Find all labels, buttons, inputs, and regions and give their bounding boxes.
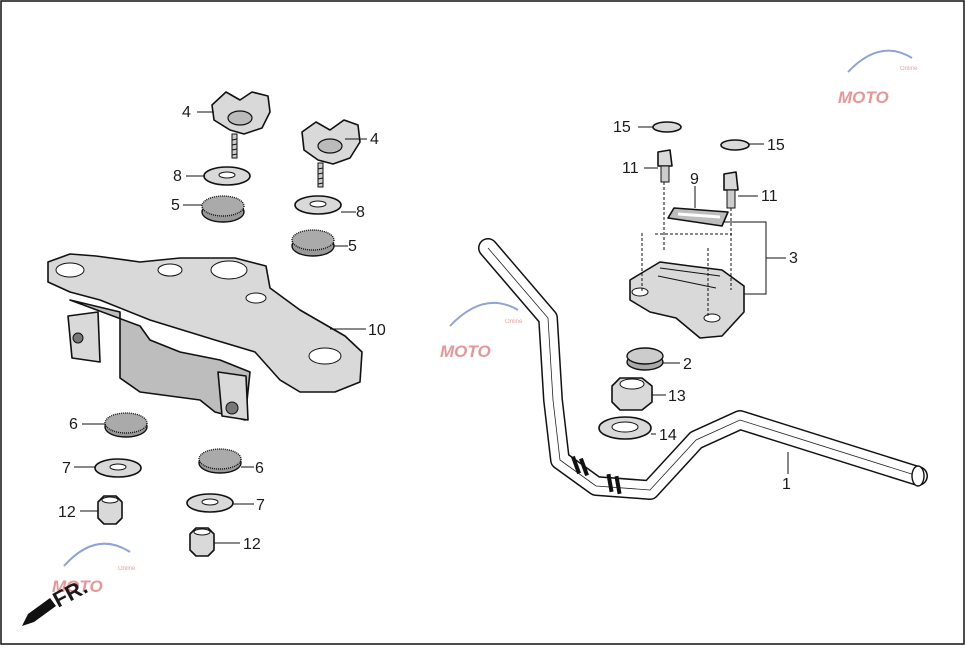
rubber-bushing-5-upper — [201, 195, 245, 223]
label-11: 11 — [622, 160, 639, 177]
label-4: 4 — [370, 131, 379, 148]
upper-holder-3 — [629, 261, 745, 339]
washer-8-upper — [203, 166, 251, 186]
svg-text:Online: Online — [900, 66, 918, 72]
bolt-11-right — [723, 171, 739, 209]
label-5: 5 — [348, 238, 357, 255]
washer-8-lower — [294, 195, 342, 215]
svg-text:Online: Online — [505, 319, 523, 325]
part-labels: 4 4 8 8 5 5 10 6 6 7 7 12 12 15 15 11 11… — [58, 104, 798, 553]
label-11: 11 — [761, 188, 778, 205]
svg-text:Online: Online — [118, 566, 136, 572]
handlebar-holder-upper — [211, 91, 271, 159]
cap-plate-9 — [667, 207, 729, 227]
label-14: 14 — [659, 427, 677, 444]
rubber-bushing-5-lower — [291, 229, 335, 257]
handlebar-1 — [478, 238, 928, 500]
nut-12-lower — [189, 527, 215, 557]
washer-14 — [598, 416, 652, 440]
label-7: 7 — [62, 460, 71, 477]
handlebar-holder-lower — [301, 119, 361, 188]
clip-15-left — [652, 121, 682, 133]
nut-13 — [611, 377, 653, 411]
svg-text:MOTO: MOTO — [440, 342, 491, 361]
label-1: 1 — [782, 476, 791, 493]
clip-15-right — [720, 139, 750, 151]
label-2: 2 — [683, 356, 692, 373]
rubber-bushing-6-lower — [198, 448, 242, 474]
nut-12-upper — [97, 495, 123, 525]
label-6: 6 — [255, 460, 264, 477]
washer-7-lower — [186, 493, 234, 513]
leader-lines — [74, 111, 789, 544]
label-9: 9 — [690, 171, 699, 188]
label-8: 8 — [356, 204, 365, 221]
watermark-logo: MOTO Online — [838, 49, 918, 107]
bolt-11-left — [657, 149, 673, 183]
label-13: 13 — [668, 388, 686, 405]
label-4: 4 — [182, 104, 191, 121]
label-7: 7 — [256, 497, 265, 514]
label-3: 3 — [789, 250, 798, 267]
rubber-bushing-6-upper — [104, 412, 148, 438]
watermark-logo: MOTO Online — [440, 301, 523, 361]
label-5: 5 — [171, 197, 180, 214]
label-12: 12 — [243, 536, 261, 553]
cap-2 — [626, 347, 664, 371]
label-6: 6 — [69, 416, 78, 433]
label-10: 10 — [368, 322, 386, 339]
svg-text:MOTO: MOTO — [838, 88, 889, 107]
label-12: 12 — [58, 504, 76, 521]
watermark-logo: MOTO Online — [52, 542, 136, 596]
washer-7-upper — [94, 458, 142, 478]
label-15: 15 — [767, 137, 785, 154]
label-15: 15 — [613, 119, 631, 136]
label-8: 8 — [173, 168, 182, 185]
svg-text:MOTO: MOTO — [52, 577, 103, 596]
top-bridge-10 — [47, 253, 363, 421]
